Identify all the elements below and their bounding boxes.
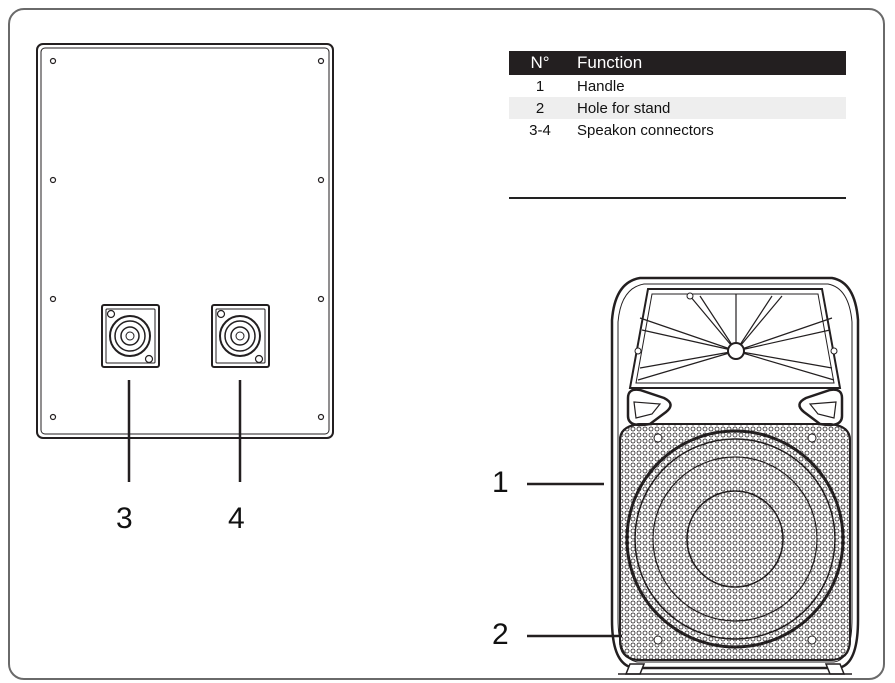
- screw: [49, 295, 57, 303]
- row-function: Handle: [577, 77, 625, 95]
- panel-screws: [49, 57, 325, 421]
- callout-4: 4: [228, 502, 245, 535]
- callout-2: 2: [492, 618, 509, 651]
- rear-panel: [36, 43, 334, 482]
- table-row: 2 Hole for stand: [509, 97, 846, 119]
- horn-section: [628, 288, 842, 389]
- speaker-feet: [618, 663, 852, 675]
- row-function: Hole for stand: [571, 97, 846, 119]
- callout-1: 1: [492, 466, 509, 499]
- handle-right: [798, 388, 844, 427]
- row-number: 3-4: [529, 121, 551, 139]
- screw: [49, 413, 57, 421]
- screw: [49, 176, 57, 184]
- screw: [317, 413, 325, 421]
- table-bottom-rule: [509, 197, 846, 199]
- table-header-row: N° Function: [509, 51, 846, 75]
- screw: [317, 176, 325, 184]
- row-function: Speakon connectors: [577, 121, 714, 139]
- header-number: N°: [509, 51, 571, 75]
- row-number: 1: [535, 77, 545, 95]
- speakon-connector-4: [211, 304, 270, 368]
- speakon-connector-3: [101, 304, 160, 368]
- function-table: N° Function 1 Handle 2 Hole for stand 3-…: [509, 51, 846, 141]
- screw: [49, 57, 57, 65]
- page-frame: [8, 8, 885, 680]
- screw: [317, 295, 325, 303]
- screw: [317, 57, 325, 65]
- table-row: 3-4 Speakon connectors: [509, 119, 846, 141]
- speaker-grille: [619, 423, 851, 661]
- speaker-front-view: [527, 276, 860, 675]
- callout-3: 3: [116, 502, 133, 535]
- handle-left: [626, 388, 672, 427]
- side-handles: [626, 388, 844, 427]
- header-function: Function: [571, 51, 846, 75]
- row-number: 2: [509, 97, 571, 119]
- table-row: 1 Handle: [509, 75, 846, 97]
